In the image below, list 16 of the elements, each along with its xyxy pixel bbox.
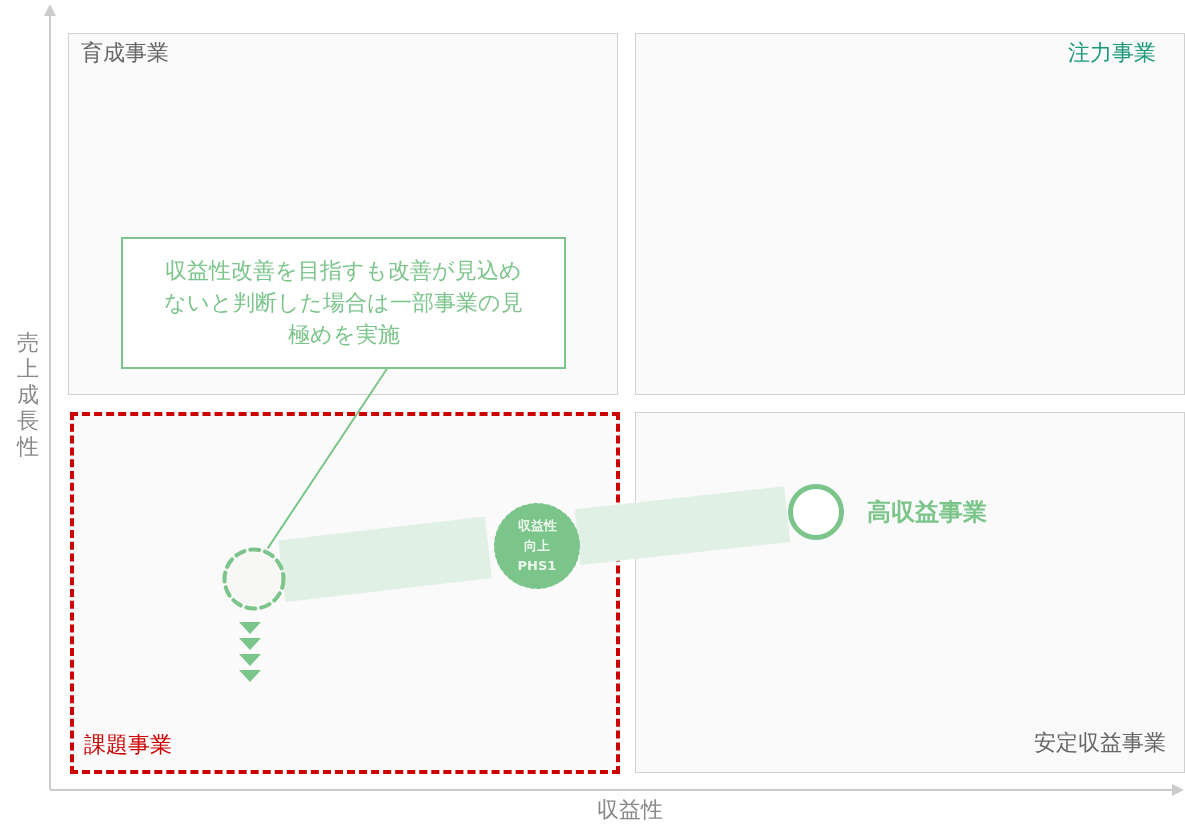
dashed-circle [222,547,286,611]
leader-line [266,367,389,550]
quadrant-title: 安定収益事業 [1034,729,1166,757]
business-label: 高収益事業 [867,497,987,528]
quadrant-box [68,33,618,395]
callout-box: 収益性改善を目指すも改善が見込めないと判断した場合は一部事業の見極めを実施 [121,237,566,369]
axis-label: 収益性 [597,796,663,824]
axis-label: 売上成長性 [16,330,40,460]
quadrant-box [70,412,620,774]
ring-circle [788,484,844,540]
phase-badge: 収益性向上PHS1 [492,501,582,591]
quadrant-title: 課題事業 [84,731,172,759]
quadrant-box [635,412,1185,773]
quadrant-box [635,33,1185,395]
quadrant-title: 注力事業 [1068,39,1156,67]
quadrant-title: 育成事業 [81,39,169,67]
